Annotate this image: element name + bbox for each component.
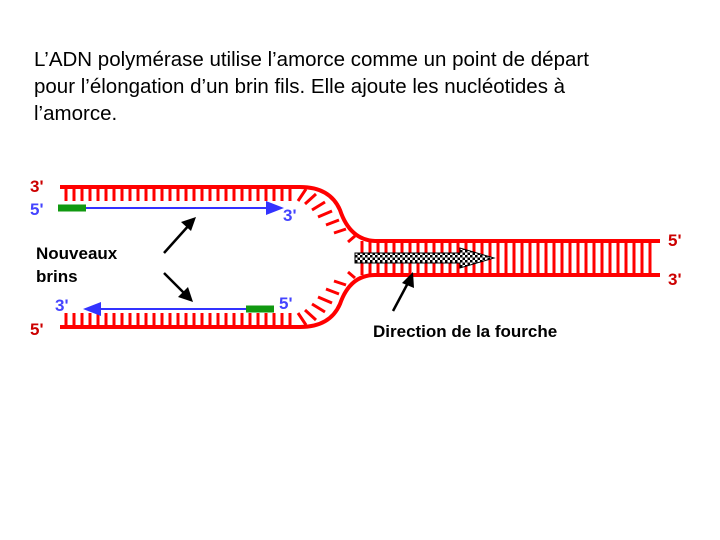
pointer-arrow-down (163, 272, 193, 302)
bottom-new-strand-start-label: 5' (279, 294, 293, 313)
base-pair-rung (333, 279, 347, 287)
right-bottom-end-label: 3' (668, 270, 682, 289)
top-parental-strand (60, 185, 660, 243)
base-pair-rung (303, 308, 318, 322)
caption-line-1: L’ADN polymérase utilise l’amorce comme … (34, 48, 589, 71)
base-pair-rung (347, 234, 356, 244)
base-pair-rung (311, 200, 326, 212)
bottom-new-strand-arrowhead (83, 302, 101, 316)
caption-line-3: l’amorce. (34, 102, 118, 125)
pointer-arrow-fork (391, 272, 414, 312)
bottom-strand-end-label: 5' (30, 320, 44, 339)
base-pair-rung (317, 295, 333, 305)
base-pair-rung (317, 209, 333, 219)
top-strand-end-label: 3' (30, 177, 44, 196)
top-new-strand-arrowhead (266, 201, 284, 215)
pointer-arrow-up (163, 217, 196, 254)
base-pair-rung (333, 227, 347, 235)
base-pair-rung (303, 192, 318, 206)
bottom-new-strand-end-label: 3' (55, 296, 69, 315)
base-pair-rung (311, 302, 326, 314)
right-top-end-label: 5' (668, 231, 682, 250)
top-new-strand-end-label: 3' (283, 206, 297, 225)
base-pair-rung (296, 312, 308, 326)
base-pair-rung (325, 218, 340, 227)
fork-direction-label: Direction de la fourche (373, 322, 557, 341)
base-pair-rung (325, 287, 340, 296)
caption-line-2: pour l’élongation d’un brin fils. Elle a… (34, 75, 566, 98)
base-pair-rung (347, 270, 356, 280)
new-strands-label-line-2: brins (36, 267, 78, 286)
bottom-parental-strand (60, 273, 660, 329)
top-new-strand-start-label: 5' (30, 200, 44, 219)
fork-direction-arrow (354, 247, 496, 269)
caption: L’ADN polymérase utilise l’amorce comme … (34, 46, 704, 127)
base-pair-rung (296, 188, 308, 202)
new-strands-label-line-1: Nouveaux (36, 244, 118, 263)
